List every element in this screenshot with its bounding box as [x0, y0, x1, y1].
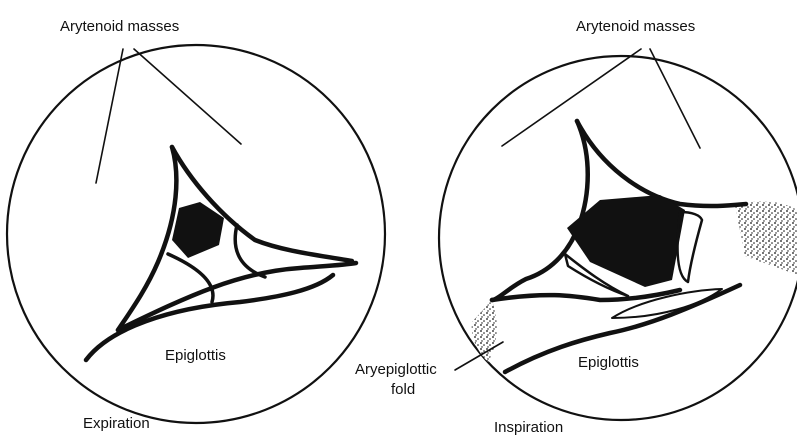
inspiration-panel: Arytenoid masses Epiglottis	[439, 18, 797, 420]
right-epiglottis-label: Epiglottis	[578, 354, 639, 371]
expiration-label: Expiration	[83, 415, 150, 432]
left-arytenoid-label: Arytenoid masses	[60, 18, 179, 35]
right-stipple-right	[735, 201, 797, 275]
left-arytenoid-leader-2	[134, 49, 241, 144]
aryepiglottic-label-line1: Aryepiglottic	[355, 361, 437, 378]
left-vocal-curl-2	[235, 225, 265, 277]
right-arytenoid-label: Arytenoid masses	[576, 18, 695, 35]
inspiration-label: Inspiration	[494, 419, 563, 436]
right-glottis-outline	[492, 121, 588, 300]
left-arytenoid-leader-1	[96, 49, 123, 183]
right-upper-fold	[577, 121, 746, 206]
left-epiglottis-label: Epiglottis	[165, 347, 226, 364]
left-glottis-outline	[118, 147, 176, 330]
left-glottic-gap	[172, 202, 224, 258]
right-lower-fold	[492, 290, 680, 300]
aryepiglottic-label-line2: fold	[391, 381, 415, 398]
expiration-panel: Arytenoid masses Epiglottis	[7, 18, 385, 423]
